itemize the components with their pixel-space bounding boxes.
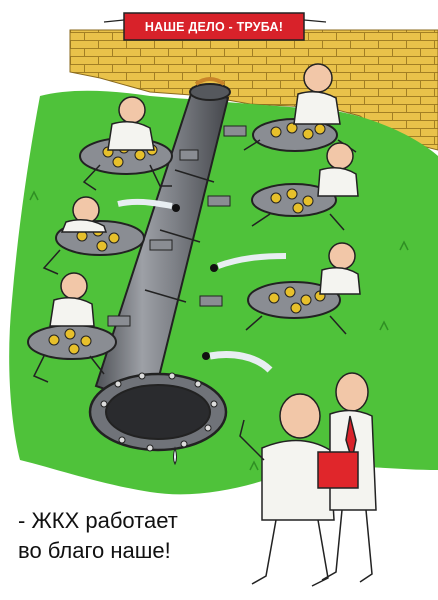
pipe-top-opening	[189, 83, 231, 101]
worker	[245, 242, 361, 335]
worker	[82, 96, 172, 191]
banner-text: НАШЕ ДЕЛО - ТРУБА!	[145, 20, 283, 34]
folder-icon	[317, 451, 359, 489]
pipe-taps	[107, 125, 247, 327]
workers	[32, 63, 361, 383]
caption-line-1: - ЖКХ работает	[18, 508, 178, 533]
coin-tray	[55, 220, 145, 256]
worker	[251, 142, 359, 231]
worker	[243, 63, 357, 153]
banner-background	[123, 12, 305, 41]
worker	[42, 196, 108, 275]
brick-wall	[69, 29, 438, 151]
steam-jets	[117, 198, 287, 373]
official-bald	[239, 393, 335, 587]
pipe-opening	[105, 384, 211, 440]
coin-trays	[27, 118, 341, 360]
coin-tray	[27, 324, 117, 360]
caption: - ЖКХ работает во благо наше!	[18, 506, 268, 566]
coin-tray	[251, 183, 337, 217]
coin-tray	[247, 281, 341, 319]
caption-line-2: во благо наше!	[18, 538, 171, 563]
official-tie	[317, 372, 377, 583]
worker	[32, 272, 105, 383]
banner: НАШЕ ДЕЛО - ТРУБА!	[103, 12, 327, 41]
officials	[239, 372, 377, 587]
